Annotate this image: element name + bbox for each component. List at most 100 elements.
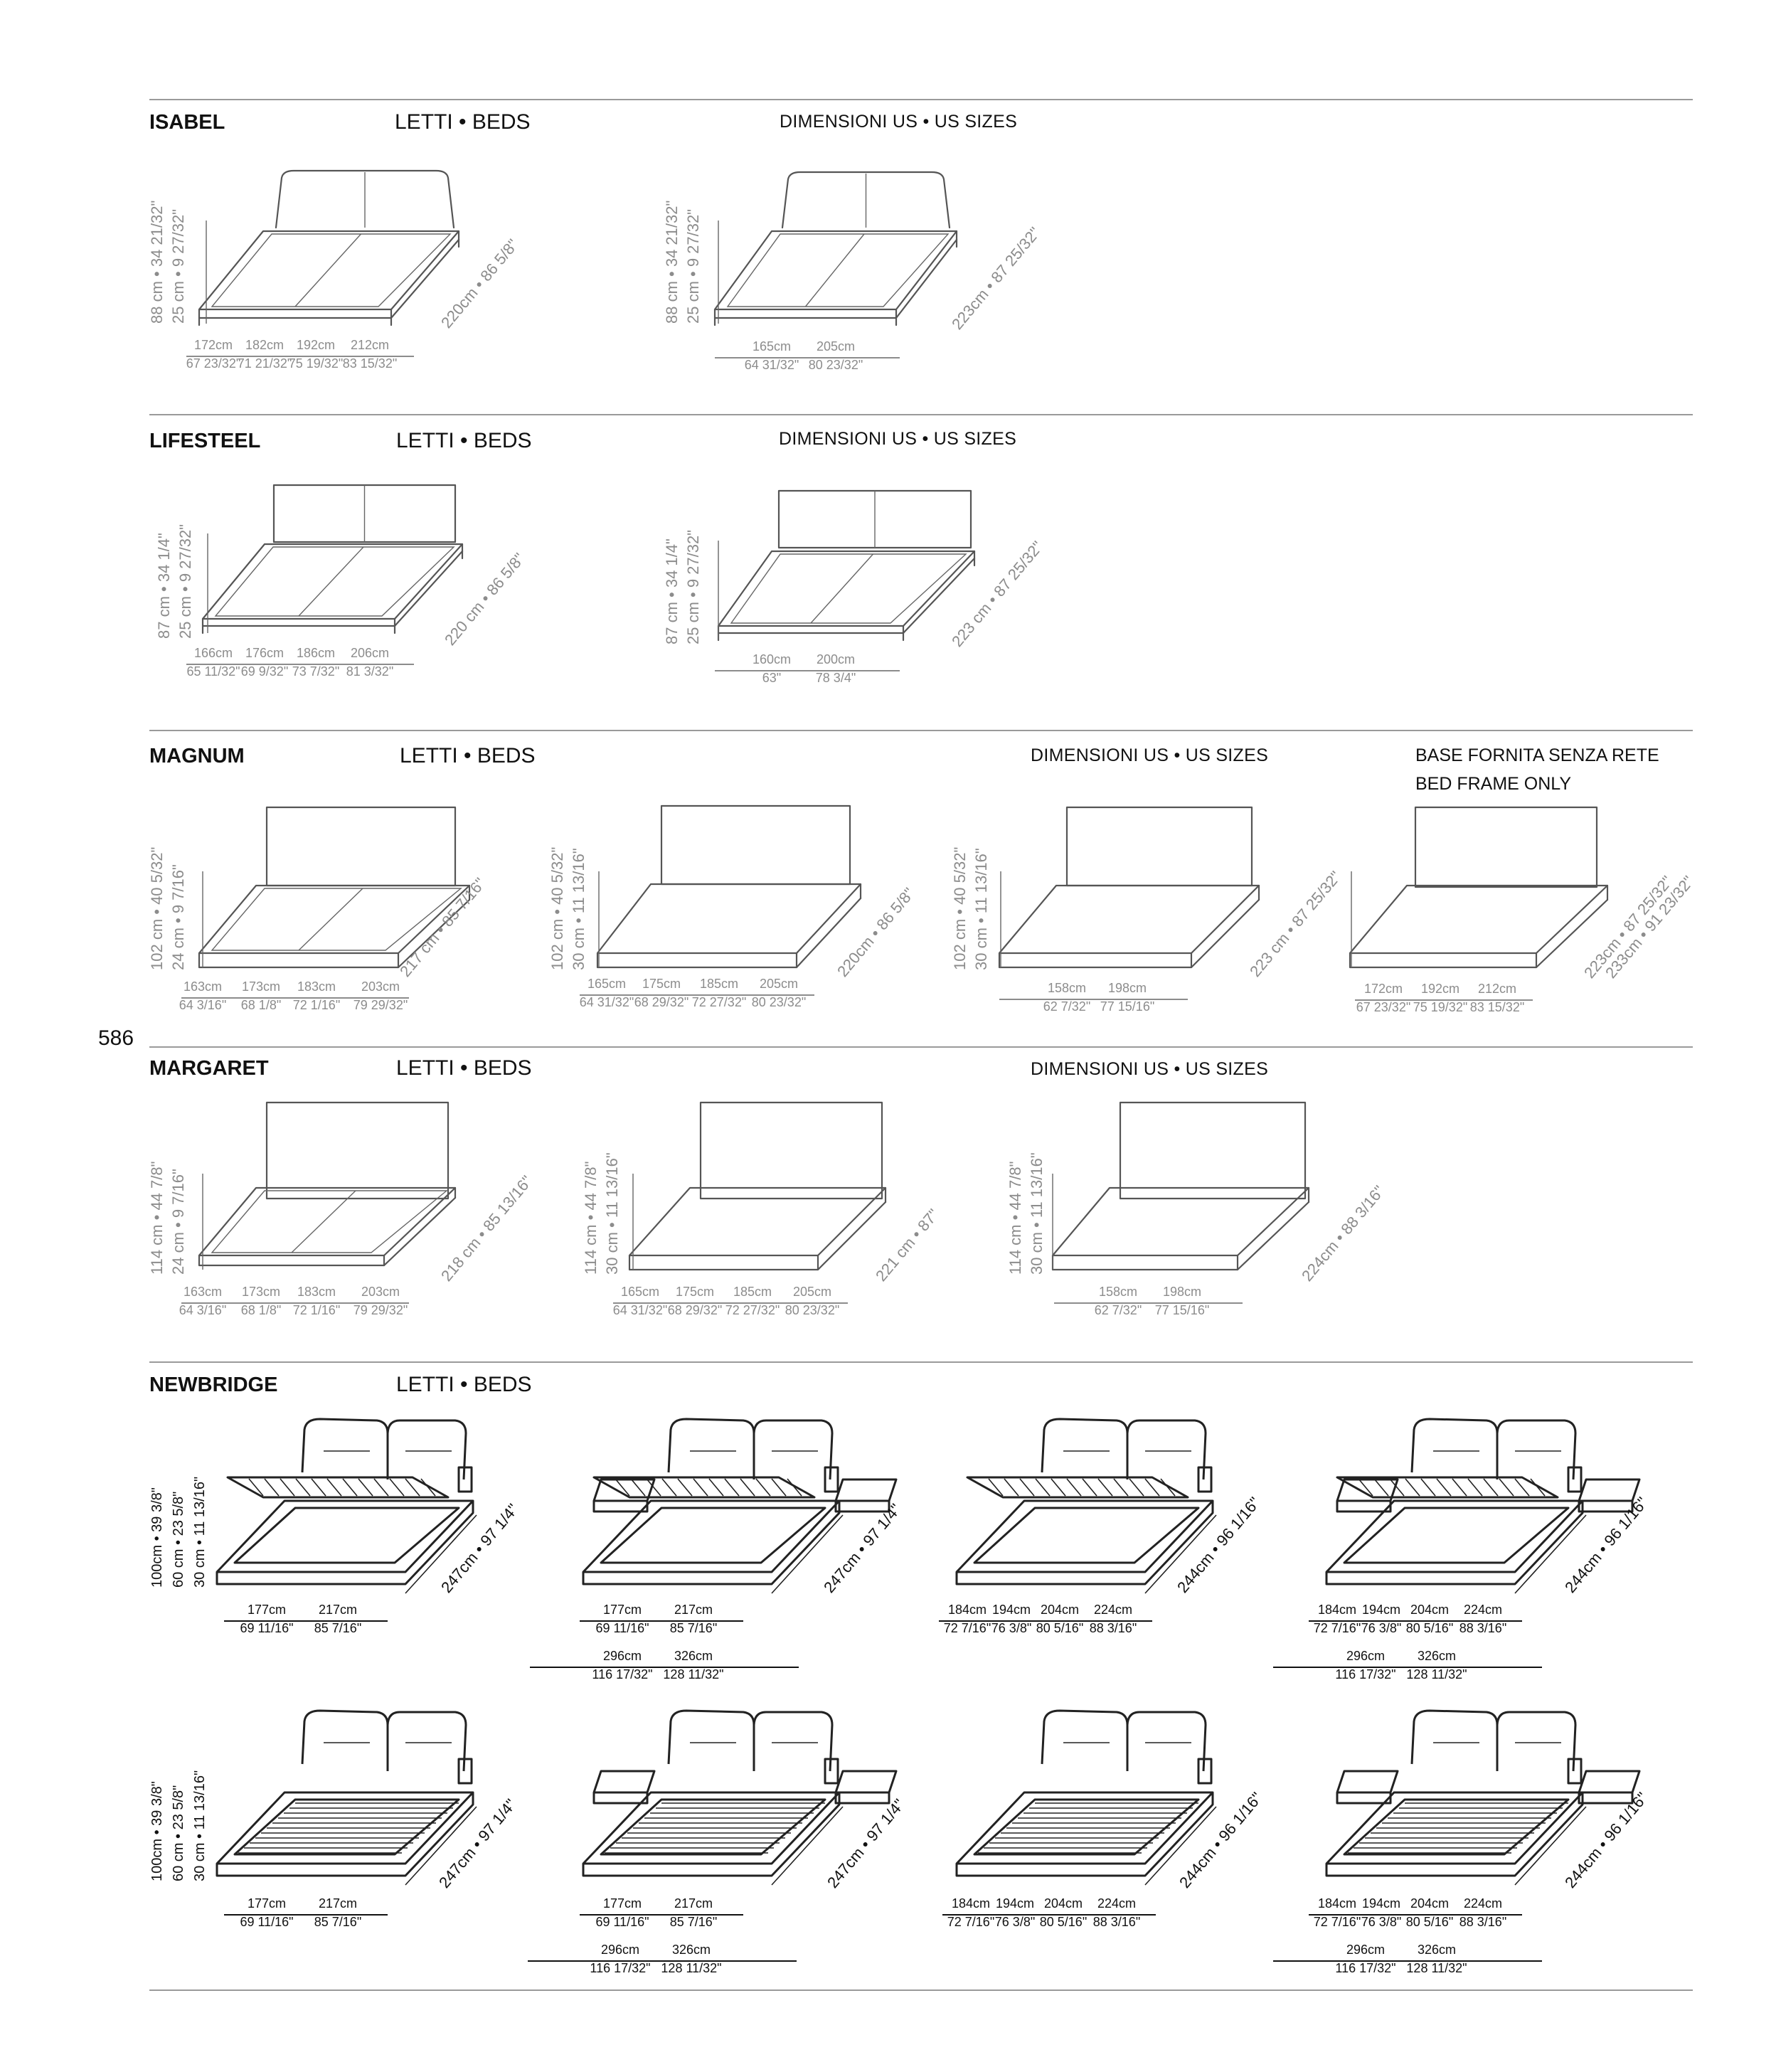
total-cm: 326cm — [1417, 1649, 1457, 1663]
section-divider — [149, 730, 1693, 731]
width-in: 72 1/16" — [292, 1303, 341, 1317]
sub-height-label: 25 cm • 9 27/32" — [169, 208, 187, 324]
bed-drawing-lifesteel-1 — [201, 484, 464, 634]
width-cm: 200cm — [816, 652, 856, 666]
width-in: 80 5/16" — [1405, 1621, 1454, 1635]
section-divider — [149, 1361, 1693, 1363]
width-in: 80 5/16" — [1036, 1621, 1084, 1635]
height-label: 102 cm • 40 5/32" — [148, 846, 166, 970]
width-cm: 177cm — [602, 1603, 642, 1617]
bed-drawing-magnum-3 — [998, 806, 1260, 969]
width-in: 69 9/32" — [240, 664, 289, 679]
width-in: 72 7/16" — [1313, 1915, 1361, 1929]
width-cm: 184cm — [951, 1896, 991, 1911]
product-name-isabel: ISABEL — [149, 111, 225, 134]
width-cm: 217cm — [318, 1603, 358, 1617]
width-in: 72 27/32" — [725, 1303, 780, 1317]
width-cm: 205cm — [792, 1285, 832, 1299]
width-in: 80 5/16" — [1405, 1915, 1454, 1929]
width-cm: 212cm — [1477, 982, 1517, 996]
width-in: 64 31/32" — [579, 995, 634, 1009]
width-cm: 192cm — [296, 338, 336, 352]
section-divider — [149, 99, 1693, 100]
product-name-newbridge: NEWBRIDGE — [149, 1374, 278, 1396]
width-in: 64 3/16" — [179, 998, 227, 1012]
bed-drawing-newbridge-4 — [1325, 1418, 1641, 1594]
width-cm: 206cm — [350, 646, 390, 660]
width-in: 75 19/32" — [288, 356, 344, 371]
us-sizes-label: DIMENSIONI US • US SIZES — [1031, 745, 1269, 765]
sub-height-label: 24 cm • 9 7/16" — [169, 1169, 187, 1275]
bed-drawing-lifesteel-2 — [717, 489, 976, 642]
width-in: 80 23/32" — [751, 995, 807, 1009]
total-cm: 296cm — [1346, 1943, 1386, 1957]
width-in: 76 3/8" — [1361, 1621, 1402, 1635]
width-in: 77 15/16" — [1154, 1303, 1210, 1317]
width-in: 68 29/32" — [667, 1303, 723, 1317]
width-in: 81 3/32" — [346, 664, 394, 679]
total-cm: 326cm — [674, 1649, 713, 1663]
width-in: 76 3/8" — [991, 1621, 1032, 1635]
width-in: 80 23/32" — [785, 1303, 840, 1317]
height-label: 100cm • 39 3/8" — [149, 1487, 165, 1588]
width-cm: 204cm — [1410, 1896, 1450, 1911]
sub-height-label: 30 cm • 11 13/16" — [972, 848, 990, 970]
us-sizes-label: DIMENSIONI US • US SIZES — [779, 429, 1017, 449]
width-cm: 186cm — [296, 646, 336, 660]
width-cm: 165cm — [620, 1285, 660, 1299]
category-label: LETTI • BEDS — [396, 1373, 532, 1396]
width-in: 76 3/8" — [1361, 1915, 1402, 1929]
width-cm: 184cm — [1317, 1896, 1357, 1911]
total-in: 116 17/32" — [1335, 1961, 1396, 1975]
total-in: 116 17/32" — [590, 1961, 651, 1975]
section-divider — [149, 1046, 1693, 1048]
width-cm: 185cm — [733, 1285, 772, 1299]
width-cm: 194cm — [1361, 1603, 1401, 1617]
height-label: 114 cm • 44 7/8" — [148, 1161, 166, 1275]
total-in: 128 11/32" — [663, 1667, 724, 1681]
width-in: 77 15/16" — [1100, 999, 1155, 1014]
height-label: 60 cm • 23 5/8" — [171, 1491, 186, 1588]
bed-drawing-newbridge-1 — [216, 1418, 477, 1594]
width-in: 72 7/16" — [943, 1621, 991, 1635]
width-in: 68 1/8" — [240, 998, 282, 1012]
width-cm: 173cm — [241, 1285, 281, 1299]
width-cm: 204cm — [1043, 1896, 1083, 1911]
bed-drawing-magnum-4 — [1349, 806, 1609, 969]
width-in: 71 21/32" — [237, 356, 292, 371]
height-label: 88 cm • 34 21/32" — [663, 200, 681, 324]
bed-drawing-newbridge-6 — [582, 1709, 898, 1886]
height-label: 60 cm • 23 5/8" — [171, 1785, 186, 1881]
width-cm: 158cm — [1098, 1285, 1138, 1299]
width-cm: 177cm — [602, 1896, 642, 1911]
bed-drawing-margaret-3 — [1051, 1101, 1310, 1271]
width-cm: 204cm — [1410, 1603, 1450, 1617]
width-in: 75 19/32" — [1413, 1000, 1468, 1014]
width-cm: 163cm — [183, 1285, 223, 1299]
width-in: 80 23/32" — [808, 358, 863, 372]
height-label: 114 cm • 44 7/8" — [1006, 1161, 1024, 1275]
sub-height-label: 30 cm • 11 13/16" — [570, 848, 587, 970]
width-in: 88 3/16" — [1459, 1915, 1507, 1929]
width-in: 69 11/16" — [240, 1621, 294, 1635]
total-cm: 296cm — [602, 1649, 642, 1663]
product-name-margaret: MARGARET — [149, 1057, 269, 1080]
category-label: LETTI • BEDS — [396, 429, 532, 452]
width-cm: 172cm — [193, 338, 233, 352]
width-cm: 192cm — [1420, 982, 1460, 996]
bed-drawing-newbridge-5 — [216, 1709, 477, 1886]
total-cm: 326cm — [671, 1943, 711, 1957]
width-in: 64 3/16" — [179, 1303, 227, 1317]
category-label: LETTI • BEDS — [396, 1056, 532, 1080]
